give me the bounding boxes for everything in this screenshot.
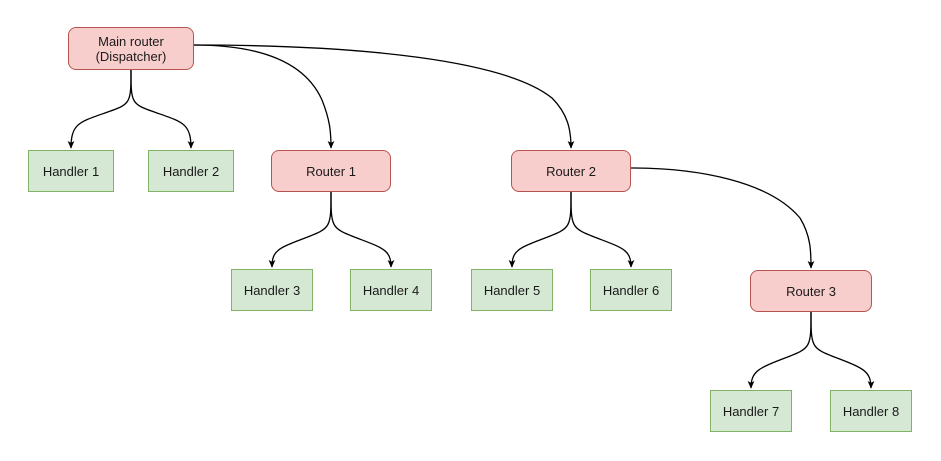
edge-main-to-router1 [193,44,335,149]
edge-main-to-router2 [193,44,575,149]
node-label-handler4: Handler 4 [362,282,420,298]
diagram-edges [67,44,875,389]
node-handler3[interactable]: Handler 3 [231,269,313,311]
edge-main-to-handler1 [67,69,132,149]
node-label-main: Main router (Dispatcher) [95,33,167,64]
node-label-handler5: Handler 5 [483,282,541,298]
node-label-handler2: Handler 2 [162,163,220,179]
edge-router1-to-handler3 [268,191,332,268]
node-label-router3: Router 3 [786,283,836,299]
node-label-handler3: Handler 3 [243,282,301,298]
node-main[interactable]: Main router (Dispatcher) [68,27,194,70]
edge-router2-to-handler5 [508,191,572,268]
edge-router2-to-handler6 [570,191,635,268]
node-handler5[interactable]: Handler 5 [471,269,553,311]
node-label-handler6: Handler 6 [602,282,660,298]
edge-main-to-handler2 [130,69,195,149]
node-handler2[interactable]: Handler 2 [148,150,234,192]
node-router1[interactable]: Router 1 [271,150,391,192]
edge-router1-to-handler4 [330,191,395,268]
node-handler8[interactable]: Handler 8 [830,390,912,432]
node-label-handler8: Handler 8 [842,403,900,419]
node-handler4[interactable]: Handler 4 [350,269,432,311]
node-router2[interactable]: Router 2 [511,150,631,192]
node-label-router1: Router 1 [306,163,356,179]
node-handler1[interactable]: Handler 1 [28,150,114,192]
node-handler6[interactable]: Handler 6 [590,269,672,311]
node-handler7[interactable]: Handler 7 [710,390,792,432]
node-label-handler7: Handler 7 [722,403,780,419]
node-label-router2: Router 2 [546,163,596,179]
edge-router3-to-handler8 [810,311,875,389]
edge-router3-to-handler7 [747,311,812,389]
node-router3[interactable]: Router 3 [750,270,872,312]
node-label-handler1: Handler 1 [42,163,100,179]
edge-router2-to-router3 [630,167,815,269]
